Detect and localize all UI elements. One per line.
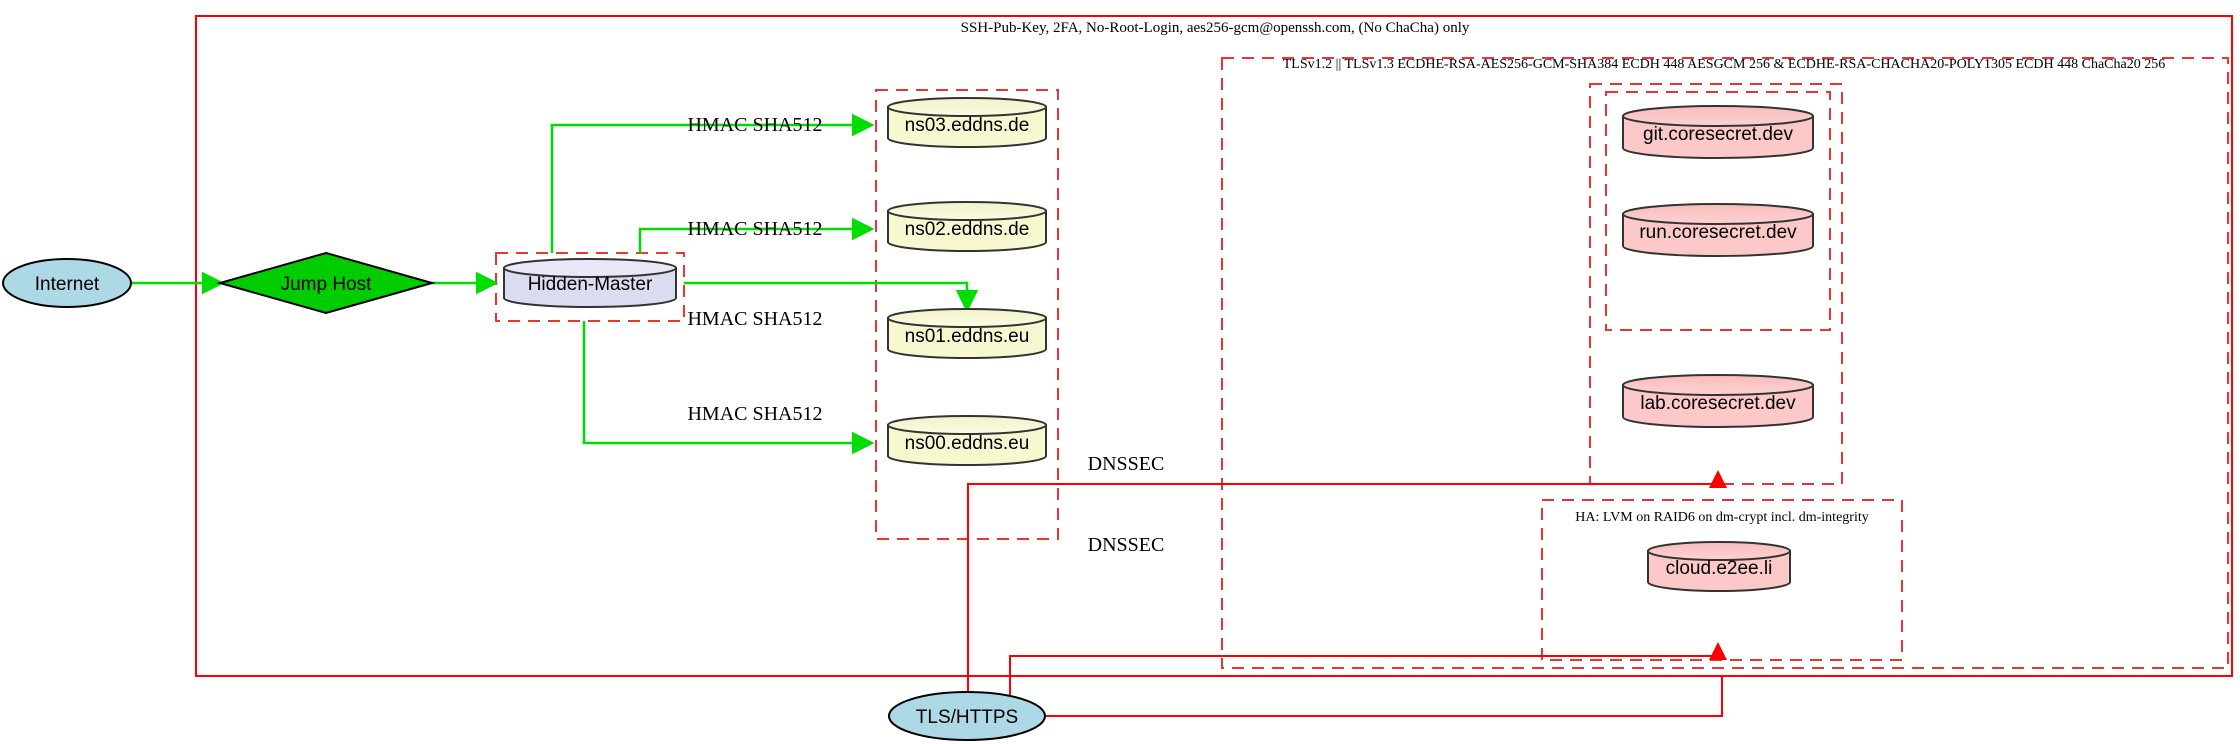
hidden-master-label: Hidden-Master <box>528 274 653 295</box>
ns02-body <box>887 210 1047 252</box>
tls-https-shape <box>888 691 1046 741</box>
edge-label-dnssec-upper: DNSSEC <box>1088 453 1165 475</box>
run-top <box>1622 203 1814 225</box>
tls-zone-boundary <box>1221 57 2229 669</box>
ns00-top <box>887 415 1047 435</box>
node-ns00[interactable]: ns00.eddns.eu <box>887 415 1047 466</box>
hidden-master-body <box>503 267 677 308</box>
ns03-top <box>887 97 1047 117</box>
edge-label-dnssec-lower: DNSSEC <box>1088 534 1165 556</box>
node-lab-coresecret[interactable]: lab.coresecret.dev <box>1622 374 1814 428</box>
ha-zone-label: HA: LVM on RAID6 on dm-crypt incl. dm-in… <box>1575 510 1868 525</box>
node-ns02[interactable]: ns02.eddns.de <box>887 201 1047 252</box>
cloud-body <box>1647 550 1791 592</box>
edge-label-hmac-ns01: HMAC SHA512 <box>687 308 822 330</box>
edge-dnssec-upper <box>967 470 1727 716</box>
node-ns03[interactable]: ns03.eddns.de <box>887 97 1047 148</box>
internet-label: Internet <box>35 274 100 295</box>
jump-host-label: Jump Host <box>281 274 373 295</box>
ha-zone-boundary <box>1541 499 1903 661</box>
lab-label: lab.coresecret.dev <box>1640 393 1796 414</box>
git-top <box>1622 105 1814 127</box>
node-run-coresecret[interactable]: run.coresecret.dev <box>1622 203 1814 257</box>
coresecret-inner-boundary <box>1605 91 1831 331</box>
ns02-top <box>887 201 1047 221</box>
ns01-top <box>887 308 1047 328</box>
git-label: git.coresecret.dev <box>1643 124 1793 145</box>
node-internet[interactable]: Internet <box>2 258 132 308</box>
node-ns01[interactable]: ns01.eddns.eu <box>887 308 1047 359</box>
cloud-label: cloud.e2ee.li <box>1666 558 1773 579</box>
cloud-top <box>1647 541 1791 561</box>
node-jump-host[interactable]: Jump Host <box>216 251 436 315</box>
ns01-body <box>887 317 1047 359</box>
lab-top <box>1622 374 1814 396</box>
edge-dnssec-lower <box>1009 642 1727 716</box>
edge-hiddenmaster-ns00 <box>582 321 875 455</box>
edge-label-hmac-ns02: HMAC SHA512 <box>687 218 822 240</box>
ns00-label: ns00.eddns.eu <box>905 433 1030 454</box>
hidden-master-top <box>503 258 677 278</box>
edge-label-hmac-ns00: HMAC SHA512 <box>687 403 822 425</box>
ns03-body <box>887 106 1047 148</box>
ssh-zone-label: SSH-Pub-Key, 2FA, No-Root-Login, aes256-… <box>961 20 1470 36</box>
edge-hiddenmaster-ns01 <box>684 281 979 313</box>
tls-zone-label: TLSv1.2 || TLSv1.3 ECDHE-RSA-AES256-GCM-… <box>1283 57 2165 72</box>
lab-body <box>1622 384 1814 428</box>
ns03-label: ns03.eddns.de <box>905 115 1030 136</box>
node-hidden-master[interactable]: Hidden-Master <box>503 258 677 308</box>
ns02-label: ns02.eddns.de <box>905 219 1030 240</box>
internet-shape <box>2 258 132 308</box>
ns00-body <box>887 424 1047 466</box>
run-label: run.coresecret.dev <box>1639 222 1797 243</box>
edge-tls-https-out <box>1040 676 1723 717</box>
jump-host-shape <box>216 251 436 315</box>
node-tls-https[interactable]: TLS/HTTPS <box>888 691 1046 741</box>
node-git-coresecret[interactable]: git.coresecret.dev <box>1622 105 1814 159</box>
hidden-master-zone-boundary <box>495 252 685 322</box>
edge-hiddenmaster-ns03 <box>550 113 875 253</box>
node-cloud-e2ee[interactable]: cloud.e2ee.li <box>1647 541 1791 592</box>
coresecret-outer-boundary <box>1589 83 1843 485</box>
edge-label-hmac-ns03: HMAC SHA512 <box>687 114 822 136</box>
git-body <box>1622 115 1814 159</box>
ns01-label: ns01.eddns.eu <box>905 326 1030 347</box>
ssh-zone-boundary <box>195 15 2233 677</box>
run-body <box>1622 213 1814 257</box>
edge-hiddenmaster-ns02 <box>638 217 875 253</box>
tls-https-label: TLS/HTTPS <box>916 707 1018 728</box>
